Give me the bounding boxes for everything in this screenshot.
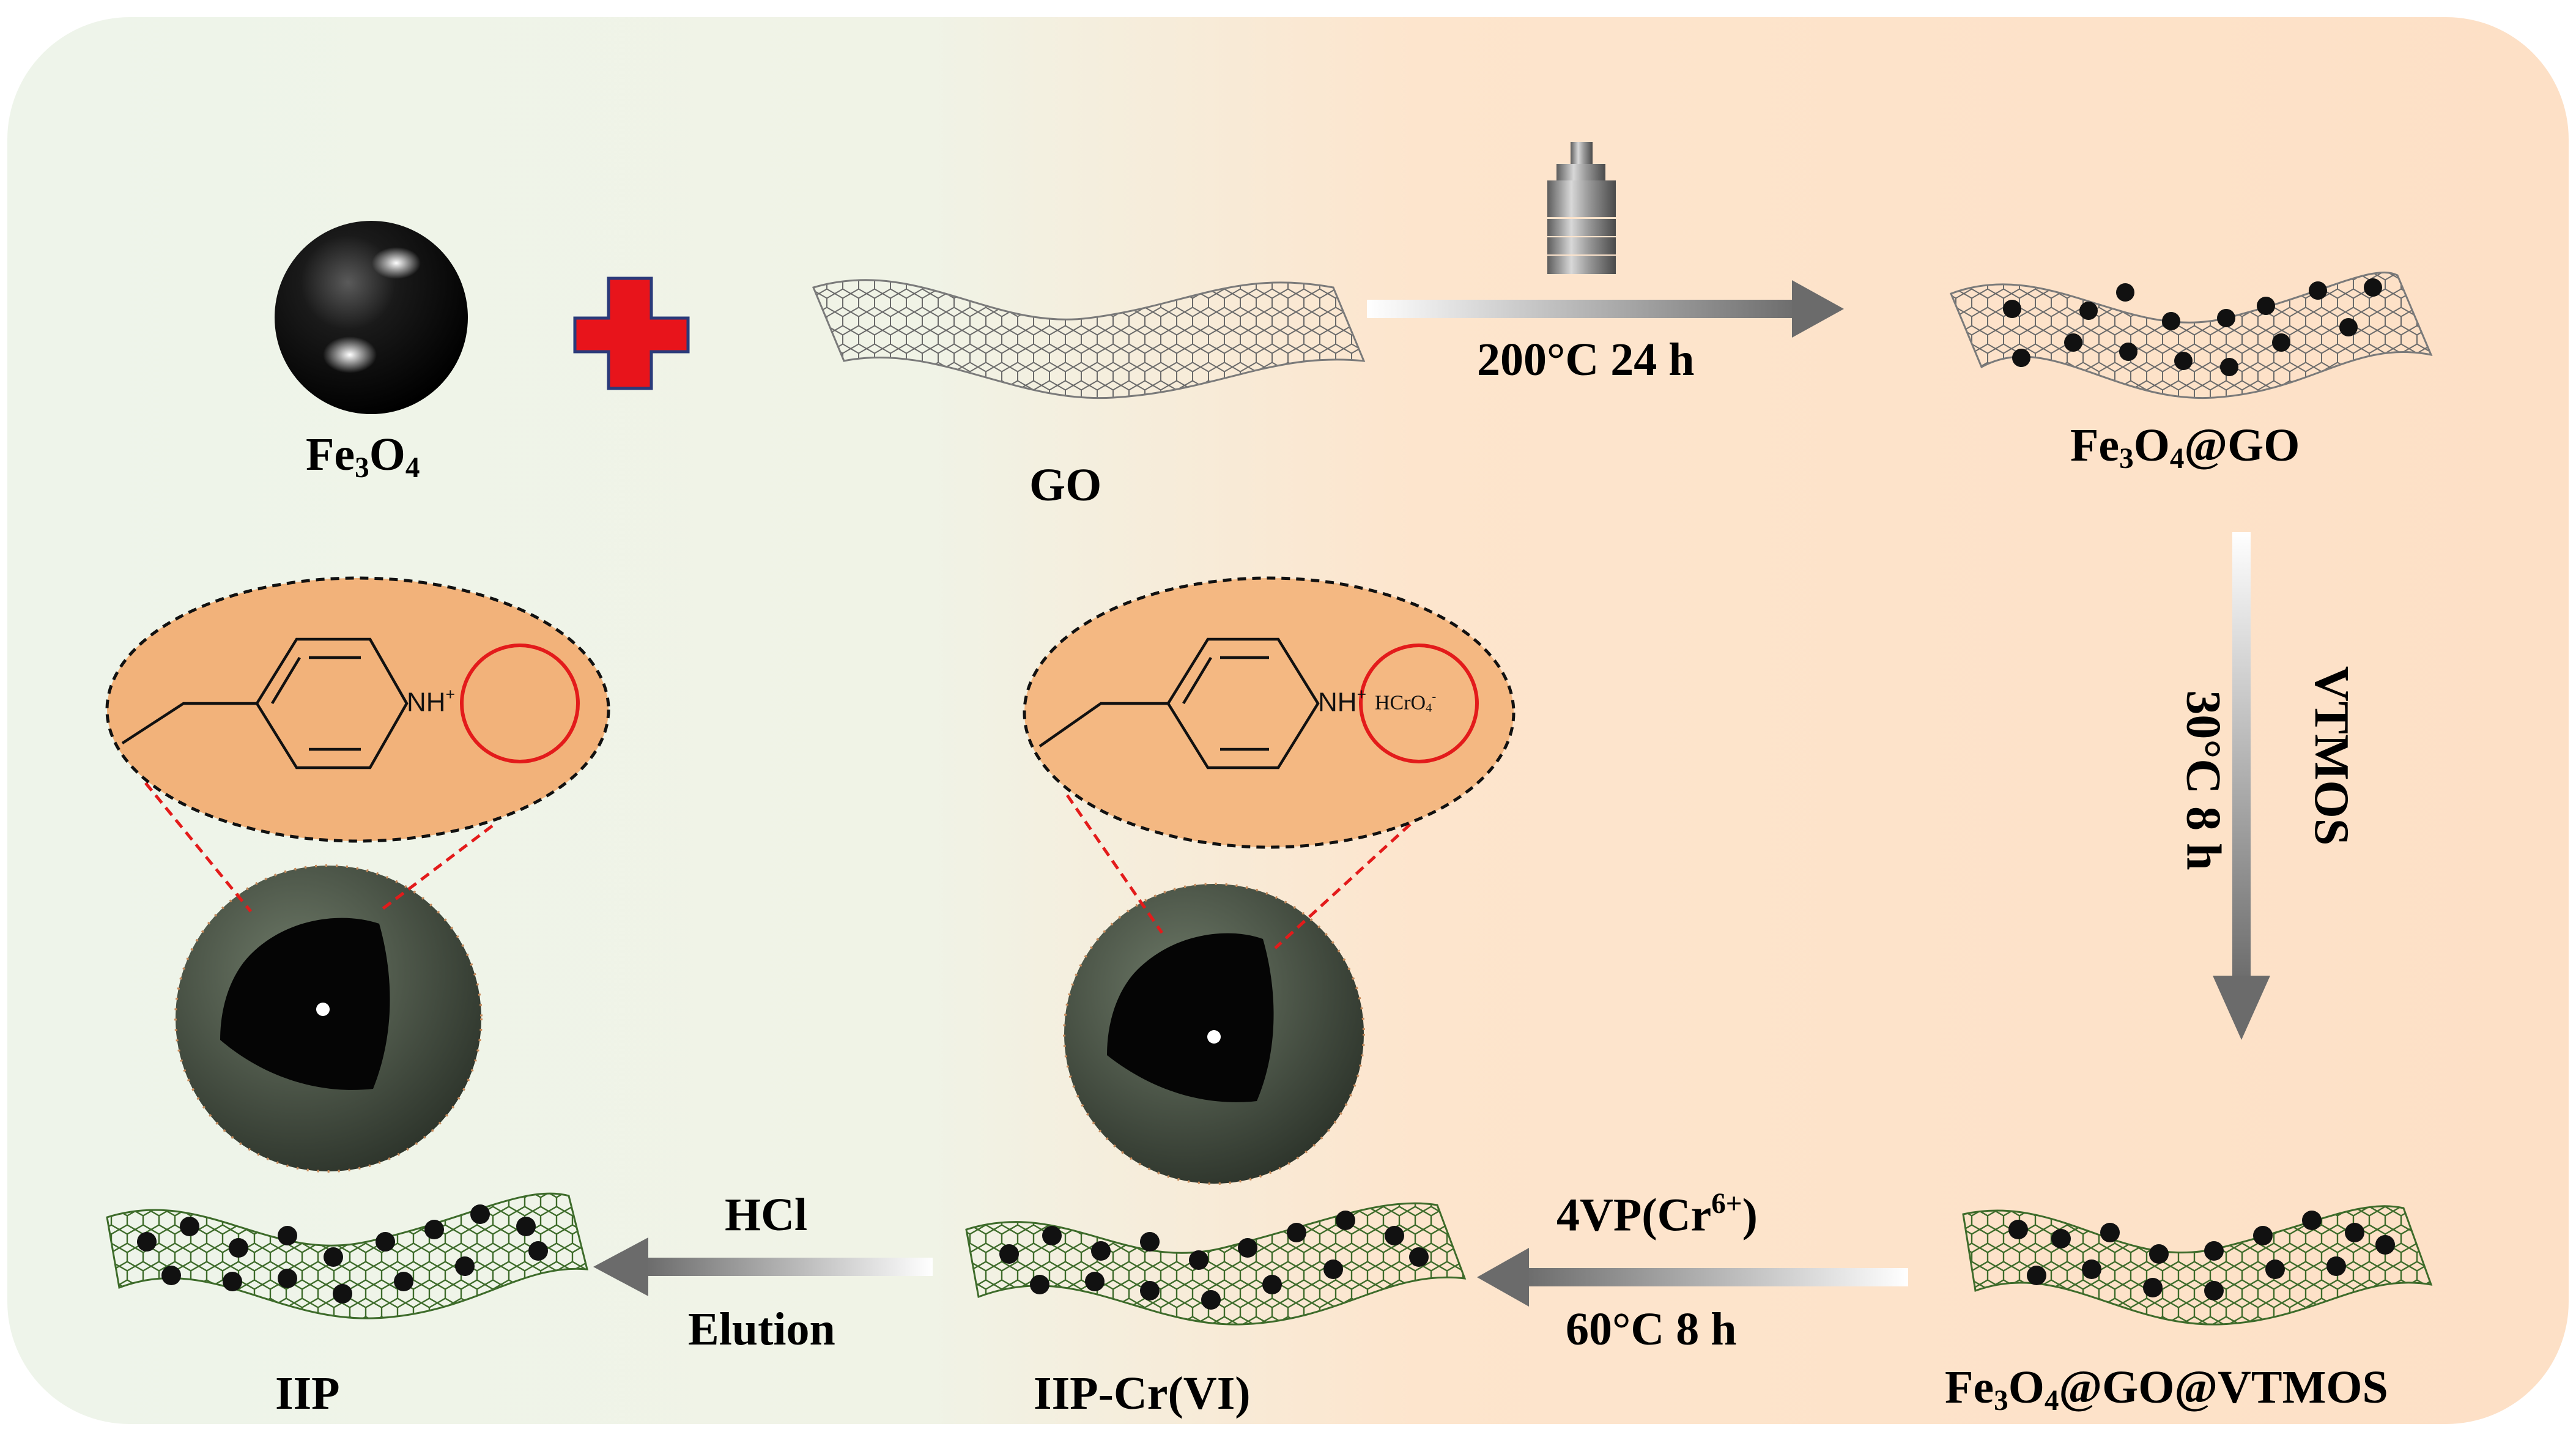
vinylpyridine-structure-mid <box>1038 637 1320 770</box>
autoclave-icon <box>1547 142 1616 274</box>
label-fe3o4: Fe3O4 <box>306 429 420 484</box>
label-iip-cr: IIP-Cr(VI) <box>1034 1368 1251 1419</box>
anion-hcro4: HCrO4- <box>1375 690 1437 715</box>
nh-left: NH+ <box>407 685 455 718</box>
arrow-step3 <box>1477 1248 1908 1307</box>
zoom-mid-connector <box>1065 794 1423 949</box>
vacant-site-circle <box>460 644 580 763</box>
iip-cr-core-shell-particle <box>1063 883 1365 1185</box>
fe3o4-go-vtmos-sheet <box>1962 1205 2433 1326</box>
label-step4-reagent: HCl <box>725 1189 808 1241</box>
zoom-left-connector <box>144 782 494 913</box>
vinylpyridine-structure <box>121 637 409 770</box>
label-step2-condition: 30°C 8 h <box>2176 690 2230 870</box>
label-iip: IIP <box>275 1368 340 1419</box>
nh-mid: NH+ <box>1318 685 1366 718</box>
fe3o4-go-sheet <box>1950 271 2433 399</box>
anion-site-circle <box>1359 644 1479 763</box>
zoom-left-ellipse <box>105 576 610 843</box>
label-fe3o4-go-vtmos: Fe3O4@GO@VTMOS <box>1945 1362 2388 1417</box>
arrow-step2 <box>2213 532 2270 1040</box>
plus-icon <box>573 276 690 390</box>
iip-sheet <box>106 1192 588 1319</box>
iip-core-shell-particle <box>174 864 483 1173</box>
label-step1-condition: 200°C 24 h <box>1477 334 1695 385</box>
label-step3-condition: 60°C 8 h <box>1566 1304 1737 1355</box>
fe3o4-sphere <box>275 221 468 414</box>
go-sheet <box>812 279 1366 399</box>
label-go: GO <box>1029 459 1102 511</box>
zoom-mid-ellipse <box>1023 576 1516 849</box>
label-step2-reagent: VTMOS <box>2304 666 2359 846</box>
iip-cr-sheet <box>965 1202 1467 1326</box>
label-step4-condition: Elution <box>688 1304 835 1355</box>
label-fe3o4-go: Fe3O4@GO <box>2070 420 2300 475</box>
label-step3-reagent: 4VP(Cr6+) <box>1556 1188 1758 1241</box>
arrow-step4 <box>593 1237 933 1296</box>
arrow-step1 <box>1367 280 1844 338</box>
